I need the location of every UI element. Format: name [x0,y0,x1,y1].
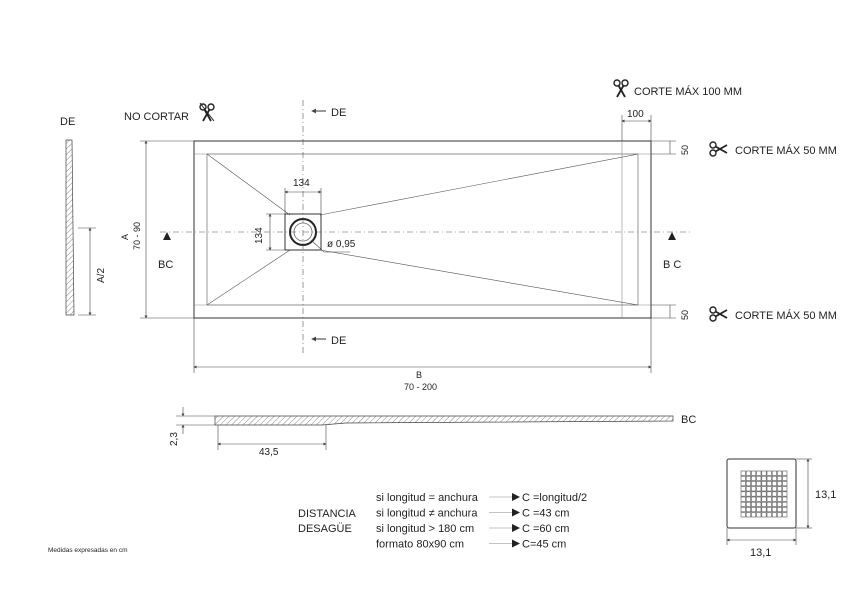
corte-50-bottom-label: CORTE MÁX 50 MM [735,309,837,322]
arrow-right-icon [512,539,520,548]
distancia-title-2: DESAGÜE [298,523,352,535]
distancia-condition: si longitud = anchura [376,492,479,504]
distancia-result: C=45 cm [522,539,566,551]
distancia-condition: formato 80x90 cm [376,539,464,551]
distancia-row: si longitud > 180 cm C =60 cm [376,523,569,535]
a-letter-label: A [120,234,130,240]
no-cortar-label: NO CORTAR [124,111,189,123]
plan-view: DE DE BC B C 134 134 ø 0,95 A 70 - 90 B … [120,100,690,392]
distancia-result: C =43 cm [522,508,569,520]
corte-100-label: CORTE MÁX 100 MM [634,85,742,98]
b-letter-label: B [416,370,422,380]
arrow-right-icon [512,493,520,501]
dim-134-horizontal: 134 [293,178,310,189]
a-half-label: A/2 [96,268,107,283]
dim-2-3-label: 2,3 [169,432,180,446]
grid-width-label: 13,1 [750,547,771,559]
corte-50-bottom-note: CORTE MÁX 50 MM [709,306,837,322]
scissors-crossed-icon [199,102,215,122]
diameter-label: ø 0,95 [327,239,356,250]
distancia-row: si longitud ≠ anchura C =43 cm [376,508,569,520]
bc-left-label: BC [158,259,173,271]
section-bc: BC 2,3 43,5 [169,407,696,458]
grid-height-label: 13,1 [815,489,836,501]
medidas-note: Medidas expresadas en cm [48,547,128,554]
de-left-label: DE [60,116,75,128]
a-range-label: 70 - 90 [132,222,142,250]
drain-grid-detail: 13,1 13,1 [726,458,836,559]
distancia-title-1: DISTANCIA [298,508,357,520]
distancia-row: formato 80x90 cm C=45 cm [376,539,566,551]
scissors-icon [613,79,629,98]
de-top-label: DE [331,107,346,119]
side-profile-de: DE A/2 [60,116,107,316]
corte-100-note: CORTE MÁX 100 MM [613,79,742,98]
b-range-label: 70 - 200 [404,382,437,392]
dim-100-label: 100 [627,109,644,120]
distancia-condition: si longitud > 180 cm [376,523,474,535]
grid-icon [740,470,788,518]
dim-50-bottom-label: 50 [680,310,690,320]
dim-134-vertical: 134 [254,227,265,244]
de-bottom-label: DE [331,335,346,347]
no-cortar-note: NO CORTAR [124,102,215,123]
scissors-icon [709,306,728,322]
distancia-result: C =60 cm [522,523,569,535]
dim-50-top-label: 50 [680,145,690,155]
corte-50-top-label: CORTE MÁX 50 MM [735,144,837,157]
arrow-right-icon [512,524,520,532]
distancia-condition: si longitud ≠ anchura [376,508,478,520]
arrow-right-icon [512,508,520,517]
bc-section-label: BC [681,414,696,426]
bc-right-label: B C [663,259,681,271]
dim-43-5-label: 43,5 [259,447,279,458]
distancia-result: C =longitud/2 [522,492,587,504]
distancia-row: si longitud = anchura C =longitud/2 [376,492,587,504]
corte-50-top-note: CORTE MÁX 50 MM [709,141,837,157]
scissors-icon [709,141,728,157]
